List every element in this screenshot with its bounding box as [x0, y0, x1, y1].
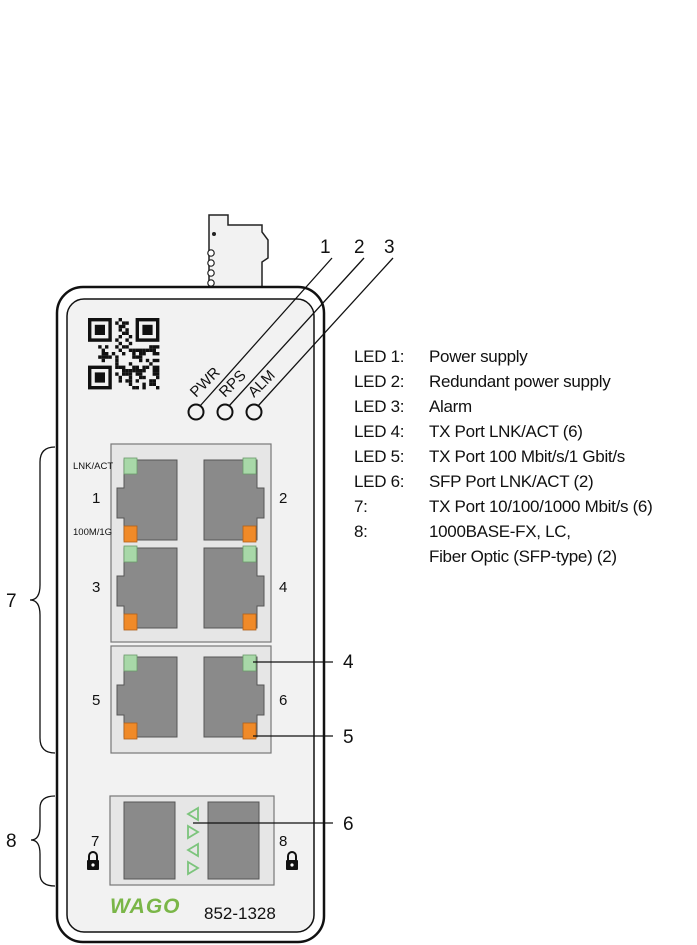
port-number-5: 5	[92, 692, 100, 709]
speed-led	[123, 613, 138, 631]
port-number-4: 4	[279, 579, 287, 596]
link-led	[242, 545, 257, 563]
lnk-act-label: LNK/ACT	[73, 461, 113, 472]
sfp-led-arrow	[187, 860, 200, 876]
rj45-port-1	[116, 459, 178, 541]
legend-key: LED 4:	[354, 422, 405, 441]
callout-7: 7	[6, 591, 17, 612]
legend-key: LED 5:	[354, 447, 405, 466]
legend-value: TX Port 10/100/1000 Mbit/s (6)	[429, 497, 653, 516]
brace-7	[29, 446, 56, 754]
speed-led	[123, 722, 138, 740]
port-number-8: 8	[279, 833, 287, 850]
callout-3: 3	[384, 237, 395, 258]
rj45-port-3	[116, 547, 178, 629]
qr-code	[88, 318, 160, 390]
legend-key: LED 6:	[354, 472, 405, 491]
legend-value: Redundant power supply	[429, 372, 611, 391]
port-number-1: 1	[92, 490, 100, 507]
sfp-led-arrow	[187, 824, 200, 840]
sfp-led-arrow	[186, 842, 199, 858]
port-callout-lines	[193, 661, 333, 824]
legend-key: 7:	[354, 497, 368, 516]
legend-key: LED 2:	[354, 372, 405, 391]
callout-2: 2	[354, 237, 365, 258]
rps-led	[216, 403, 234, 421]
sfp-port-8	[207, 801, 260, 880]
rj45-port-5	[116, 656, 178, 738]
rj45-port-2	[203, 459, 265, 541]
legend-value: SFP Port LNK/ACT (2)	[429, 472, 594, 491]
wago-logo: WAGO	[110, 895, 181, 918]
port-number-3: 3	[92, 579, 100, 596]
rj45-ports	[116, 457, 265, 740]
link-led	[123, 457, 138, 475]
model-number: 852-1328	[204, 904, 276, 923]
lock-icon	[286, 851, 298, 870]
legend-key: LED 1:	[354, 347, 405, 366]
port-number-6: 6	[279, 692, 287, 709]
legend-value: TX Port 100 Mbit/s/1 Gbit/s	[429, 447, 625, 466]
pwr-led	[187, 403, 205, 421]
speed-led	[242, 722, 257, 740]
legend-value: TX Port LNK/ACT (6)	[429, 422, 583, 441]
speed-label: 100M/1G	[73, 527, 112, 538]
callout-6: 6	[343, 814, 354, 835]
legend-value: 1000BASE-FX, LC,	[429, 522, 571, 541]
legend-value: Power supply	[429, 347, 528, 366]
link-led	[242, 457, 257, 475]
port-number-2: 2	[279, 490, 287, 507]
sfp-led-arrow	[186, 806, 199, 822]
legend-key: LED 3:	[354, 397, 405, 416]
port-number-7: 7	[91, 833, 99, 850]
alm-led	[245, 403, 263, 421]
speed-led	[123, 525, 138, 543]
sfp-block	[109, 795, 275, 886]
legend-value: Fiber Optic (SFP-type) (2)	[429, 547, 617, 566]
lock-icon	[87, 851, 99, 870]
speed-led	[242, 613, 257, 631]
callout-5: 5	[343, 727, 354, 748]
callout-1: 1	[320, 237, 331, 258]
legend-value: Alarm	[429, 397, 472, 416]
link-led	[242, 654, 257, 672]
rj45-port-6	[203, 656, 265, 738]
led-callout-lines	[199, 257, 394, 407]
sfp-port-7	[123, 801, 176, 880]
din-rail-clip	[207, 214, 269, 291]
callout-8: 8	[6, 831, 17, 852]
brace-8	[30, 795, 56, 887]
link-led	[123, 654, 138, 672]
speed-led	[242, 525, 257, 543]
rj45-port-4	[203, 547, 265, 629]
callout-4: 4	[343, 652, 354, 673]
legend-key: 8:	[354, 522, 368, 541]
link-led	[123, 545, 138, 563]
